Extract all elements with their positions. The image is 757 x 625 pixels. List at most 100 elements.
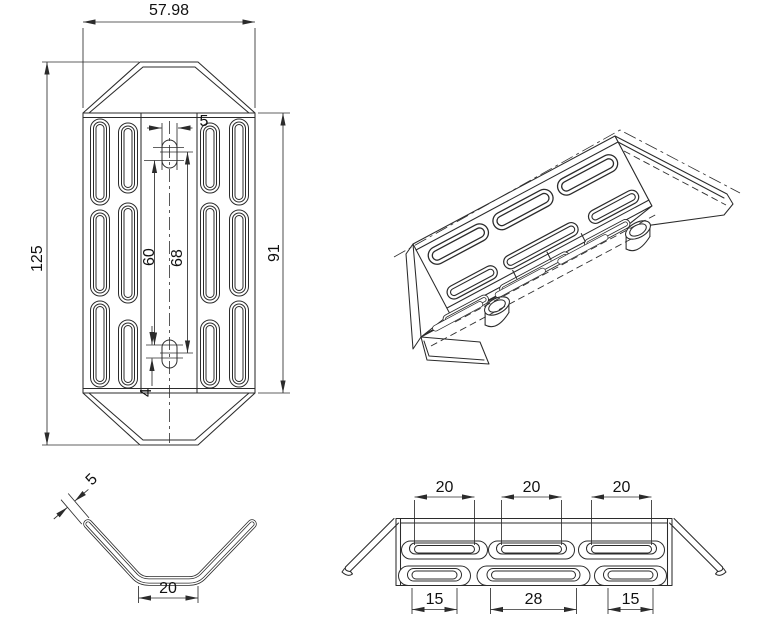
slot-band	[433, 228, 484, 260]
iso-ridge-inner-line	[415, 141, 619, 251]
blade-edge	[344, 517, 395, 568]
top-view-dimensions: 57.98 125 91 60	[29, 2, 290, 446]
front-top-slots	[401, 540, 665, 560]
blade-foot	[714, 567, 727, 576]
dim-label-hole-offset: 4	[138, 388, 155, 397]
iso-slot	[587, 189, 640, 224]
top-view-part	[82, 61, 256, 446]
slot-band	[507, 226, 575, 265]
slot-band	[558, 234, 608, 264]
iso-hole-boss	[484, 296, 510, 328]
dim-flat-width: 20	[138, 580, 199, 603]
dim-sheet-thickness: 5	[53, 471, 101, 525]
hidden-edge	[623, 150, 727, 206]
front-view-part	[341, 517, 727, 587]
dim-label-hole-width: 5	[200, 113, 209, 130]
slot-outline	[123, 325, 133, 383]
slot-outline	[591, 545, 652, 554]
top-view-holes	[161, 121, 178, 443]
dim-hole-pitch-inner: 60	[141, 147, 184, 346]
slot	[476, 565, 591, 586]
dim-front-top-slot-3: 20	[591, 479, 652, 545]
slot	[200, 319, 220, 389]
dim-label-top-slot-1: 20	[436, 479, 454, 496]
slot	[398, 565, 471, 586]
iso-right-end-flap	[614, 135, 734, 230]
slot	[200, 122, 220, 194]
dim-front-bottom-slot-1: 15	[411, 588, 458, 614]
dim-label-pitch-inner: 60	[141, 248, 158, 266]
iso-bend-ticks	[512, 233, 586, 279]
side-view-profile	[83, 519, 257, 586]
dim-label-top-slot-3: 20	[613, 479, 631, 496]
slot	[200, 202, 220, 304]
slot-band	[562, 159, 613, 191]
slot-outline	[491, 570, 576, 580]
bend-tick	[512, 269, 518, 279]
hidden-edge	[454, 213, 658, 323]
dim-label-overall-width: 57.98	[149, 2, 189, 19]
blade-foot	[341, 567, 354, 576]
profile-band	[86, 522, 254, 583]
blade-tip	[344, 566, 351, 573]
front-view: 20 20 20 15	[341, 479, 727, 614]
slot-band	[451, 269, 494, 295]
slot-outline	[607, 570, 654, 580]
front-bottom-slots	[398, 565, 667, 586]
slot	[229, 300, 249, 388]
blade-edge	[673, 517, 724, 568]
slot	[90, 209, 110, 297]
top-flap-outline	[82, 61, 256, 114]
isometric-view	[393, 129, 741, 365]
slot	[118, 319, 138, 389]
slot	[229, 209, 249, 297]
dim-hole-offset: 4	[138, 326, 183, 397]
slot	[118, 122, 138, 194]
dim-front-bottom-slot-3: 15	[607, 588, 654, 614]
boss-top	[484, 296, 510, 316]
dim-front-top-slot-1: 20	[414, 479, 475, 545]
dim-overall-width: 57.98	[82, 2, 256, 108]
iso-slot	[557, 234, 609, 265]
dim-label-bottom-slot-3: 15	[622, 591, 640, 608]
dim-label-bottom-slot-2: 28	[525, 591, 543, 608]
dim-label-body-height: 91	[266, 244, 283, 262]
dim-label-thickness: 5	[83, 471, 101, 489]
slot-outline	[123, 128, 133, 188]
side-view: 5 20	[53, 471, 257, 603]
iso-hidden-lines	[393, 129, 741, 347]
iso-slot	[427, 223, 490, 265]
slot-band	[592, 194, 635, 220]
extension-line	[60, 499, 83, 525]
blade-edge	[349, 522, 400, 573]
slot-outline	[205, 208, 215, 298]
dim-label-pitch-outer: 68	[169, 249, 186, 267]
top-view: 57.98 125 91 60	[29, 2, 290, 446]
top-flap-inner-line	[88, 66, 250, 114]
slot-outline	[234, 306, 244, 382]
extension-line	[67, 493, 90, 519]
slot-outline	[205, 325, 215, 383]
iso-slot	[494, 267, 546, 298]
bottom-flap-outline	[82, 392, 256, 446]
slot	[90, 300, 110, 388]
front-right-blade	[668, 517, 727, 576]
arrow-line	[53, 506, 68, 520]
slot-band	[497, 194, 549, 225]
dim-front-bottom-slot-2: 28	[490, 588, 577, 614]
iso-left-flap-inner-line	[423, 340, 485, 361]
iso-slot	[556, 154, 619, 196]
slot-outline	[95, 215, 105, 291]
iso-slot	[503, 222, 579, 270]
dim-hole-pitch-outer: 68	[160, 151, 193, 354]
slot	[118, 202, 138, 304]
slot-outline	[95, 124, 105, 200]
iso-right-flap-inner-line	[617, 141, 725, 199]
dim-front-top-slot-2: 20	[501, 479, 562, 545]
slot	[594, 565, 667, 586]
dim-body-height: 91	[258, 112, 290, 394]
slot	[578, 540, 665, 560]
boss-bore	[488, 299, 506, 313]
slot-outline	[123, 208, 133, 298]
